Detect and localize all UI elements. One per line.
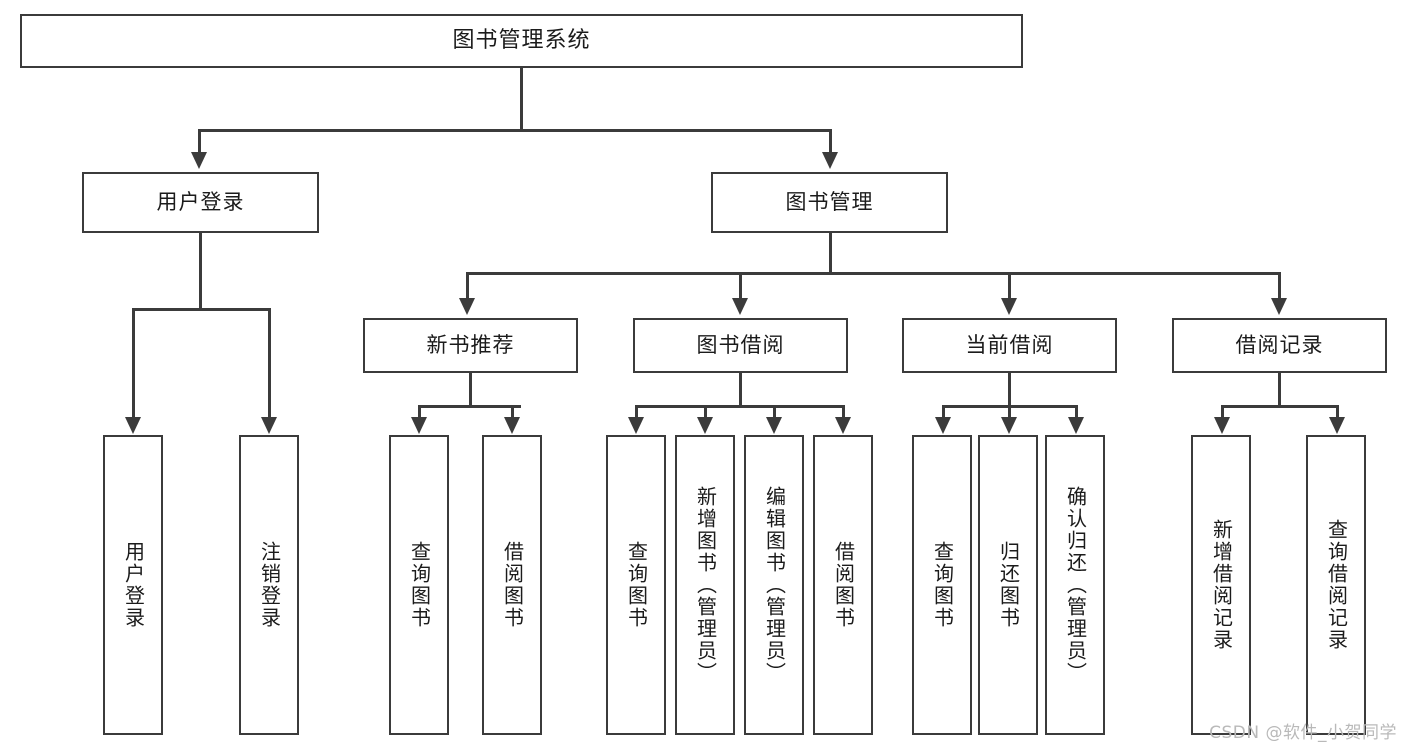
connector-user-login-to-leaf-1 — [132, 308, 135, 418]
connector-current-borrow-stem — [1008, 373, 1011, 407]
node-label: 查询借阅记录 — [1324, 519, 1349, 651]
arrow-current-borrow-to-leaf-2 — [1001, 417, 1017, 434]
connector-book-mgmt-to-borrow — [739, 272, 742, 299]
watermark: CSDN @软件_小贺同学 — [1209, 723, 1397, 743]
node-borrow-record[interactable]: 借阅记录 — [1172, 318, 1387, 373]
leaf-borrow-record-add[interactable]: 新增借阅记录 — [1191, 435, 1251, 735]
connector-root-to-book-mgmt — [829, 129, 832, 153]
connector-book-mgmt-bar — [466, 272, 1278, 275]
node-book-borrow[interactable]: 图书借阅 — [633, 318, 848, 373]
leaf-book-borrow-query[interactable]: 查询图书 — [606, 435, 666, 735]
connector-root-to-user-login — [198, 129, 201, 153]
arrow-user-login-to-leaf-1 — [125, 417, 141, 434]
arrow-root-to-user-login — [191, 152, 207, 169]
connector-borrow-record-bar — [1221, 405, 1337, 408]
node-new-book-recommend[interactable]: 新书推荐 — [363, 318, 578, 373]
arrow-book-borrow-to-leaf-2 — [697, 417, 713, 434]
arrow-current-borrow-to-leaf-1 — [935, 417, 951, 434]
arrow-user-login-to-leaf-2 — [261, 417, 277, 434]
connector-current-borrow-to-leaf-3 — [1075, 405, 1078, 418]
leaf-current-borrow-confirm-return[interactable]: 确认归还（管理员） — [1045, 435, 1105, 735]
arrow-root-to-book-mgmt — [822, 152, 838, 169]
arrow-new-book-to-leaf-2 — [504, 417, 520, 434]
connector-user-login-stem — [199, 233, 202, 310]
node-current-borrow[interactable]: 当前借阅 — [902, 318, 1117, 373]
arrow-borrow-record-to-leaf-1 — [1214, 417, 1230, 434]
leaf-user-login-logout[interactable]: 注销登录 — [239, 435, 299, 735]
node-label: 注销登录 — [257, 541, 282, 629]
leaf-user-login-login[interactable]: 用户登录 — [103, 435, 163, 735]
node-root-system[interactable]: 图书管理系统 — [20, 14, 1023, 68]
node-label: 查询图书 — [624, 541, 649, 629]
node-label: 当前借阅 — [965, 332, 1054, 357]
connector-book-borrow-to-leaf-4 — [842, 405, 845, 418]
node-label: 借阅图书 — [831, 541, 856, 629]
arrow-current-borrow-to-leaf-3 — [1068, 417, 1084, 434]
arrow-borrow-record-to-leaf-2 — [1329, 417, 1345, 434]
connector-root-stem — [520, 68, 523, 130]
node-label: 查询图书 — [930, 541, 955, 629]
leaf-book-borrow-edit[interactable]: 编辑图书（管理员） — [744, 435, 804, 735]
leaf-current-borrow-return[interactable]: 归还图书 — [978, 435, 1038, 735]
connector-borrow-record-to-leaf-1 — [1221, 405, 1224, 418]
node-label: 图书管理系统 — [452, 27, 591, 53]
node-label: 借阅记录 — [1235, 332, 1324, 357]
connector-new-book-to-leaf-1 — [418, 405, 421, 418]
node-label: 用户登录 — [156, 189, 245, 214]
connector-book-borrow-to-leaf-1 — [635, 405, 638, 418]
arrow-book-mgmt-to-new-book — [459, 298, 475, 315]
arrow-book-mgmt-to-record — [1271, 298, 1287, 315]
connector-new-book-stem — [469, 373, 472, 407]
node-label: 查询图书 — [407, 541, 432, 629]
node-label: 用户登录 — [121, 541, 146, 629]
node-label: 新增借阅记录 — [1209, 519, 1234, 651]
node-label: 新书推荐 — [426, 332, 515, 357]
node-label: 图书借阅 — [696, 332, 785, 357]
connector-borrow-record-to-leaf-2 — [1336, 405, 1339, 418]
connector-book-mgmt-to-record — [1278, 272, 1281, 299]
arrow-book-mgmt-to-current — [1001, 298, 1017, 315]
arrow-book-borrow-to-leaf-4 — [835, 417, 851, 434]
connector-borrow-record-stem — [1278, 373, 1281, 407]
connector-root-bar — [198, 129, 832, 132]
connector-book-mgmt-to-new-book — [466, 272, 469, 299]
connector-new-book-bar — [418, 405, 521, 408]
leaf-new-book-borrow[interactable]: 借阅图书 — [482, 435, 542, 735]
leaf-current-borrow-query[interactable]: 查询图书 — [912, 435, 972, 735]
connector-book-borrow-bar — [635, 405, 844, 408]
connector-book-mgmt-stem — [829, 233, 832, 274]
node-label: 新增图书（管理员） — [693, 486, 718, 684]
arrow-book-mgmt-to-borrow — [732, 298, 748, 315]
leaf-book-borrow-borrow[interactable]: 借阅图书 — [813, 435, 873, 735]
node-label: 确认归还（管理员） — [1063, 486, 1088, 684]
leaf-new-book-query[interactable]: 查询图书 — [389, 435, 449, 735]
node-book-management[interactable]: 图书管理 — [711, 172, 948, 233]
arrow-book-borrow-to-leaf-3 — [766, 417, 782, 434]
node-user-login[interactable]: 用户登录 — [82, 172, 319, 233]
leaf-book-borrow-add[interactable]: 新增图书（管理员） — [675, 435, 735, 735]
node-label: 编辑图书（管理员） — [762, 486, 787, 684]
arrow-new-book-to-leaf-1 — [411, 417, 427, 434]
connector-book-mgmt-to-current — [1008, 272, 1011, 299]
connector-current-borrow-to-leaf-1 — [942, 405, 945, 418]
arrow-book-borrow-to-leaf-1 — [628, 417, 644, 434]
connector-new-book-to-leaf-2 — [511, 405, 514, 418]
connector-user-login-to-leaf-2 — [268, 308, 271, 418]
connector-book-borrow-stem — [739, 373, 742, 407]
node-label: 借阅图书 — [500, 541, 525, 629]
node-label: 图书管理 — [785, 189, 874, 214]
connector-book-borrow-to-leaf-3 — [773, 405, 776, 418]
connector-book-borrow-to-leaf-2 — [704, 405, 707, 418]
leaf-borrow-record-query[interactable]: 查询借阅记录 — [1306, 435, 1366, 735]
node-label: 归还图书 — [996, 541, 1021, 629]
connector-user-login-bar — [132, 308, 269, 311]
connector-current-borrow-to-leaf-2 — [1008, 405, 1011, 418]
